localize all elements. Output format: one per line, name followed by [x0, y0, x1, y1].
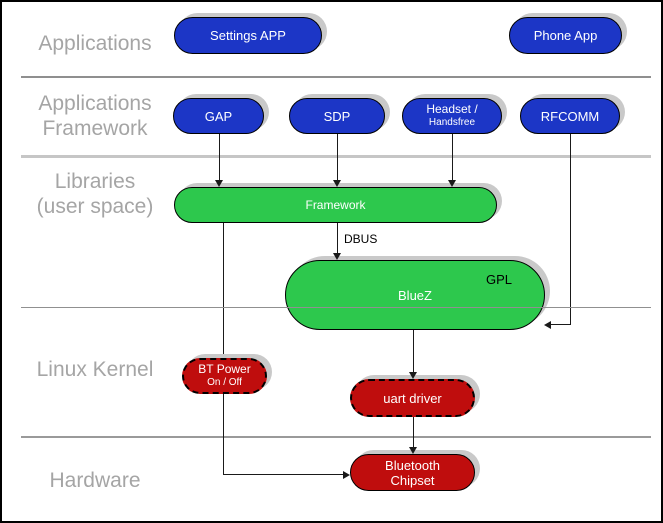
edge-rfcomm-bluez-horizontal — [551, 324, 571, 325]
edge-framework-chipset-vertical — [223, 222, 224, 475]
node-bluez: GPL BlueZ — [285, 260, 545, 330]
node-framework: Framework — [174, 187, 497, 223]
edge-gap-framework — [219, 134, 220, 181]
arrowhead-sdp-framework — [333, 180, 341, 187]
layer-divider-1 — [21, 76, 651, 78]
layer-label-linux-kernel: Linux Kernel — [14, 357, 176, 382]
layer-label-line: Libraries — [54, 170, 136, 193]
node-label: BlueZ — [398, 287, 432, 303]
node-label-line2: Chipset — [390, 472, 435, 488]
node-headset-handsfree: Headset / Handsfree — [402, 98, 502, 134]
node-bluetooth-chipset: Bluetooth Chipset — [350, 454, 475, 491]
layer-label-libraries: Libraries (user space) — [14, 169, 176, 219]
node-label-line1: Headset / — [426, 102, 478, 116]
layer-label-line: Applications — [38, 32, 152, 55]
node-gap: GAP — [173, 98, 264, 134]
layer-label-applications-framework: Applications Framework — [14, 91, 176, 141]
edge-framework-chipset-horizontal — [223, 474, 344, 475]
node-label-line2: Handsfree — [428, 117, 476, 128]
layer-label-hardware: Hardware — [14, 468, 176, 493]
layer-label-applications: Applications — [14, 31, 176, 56]
layer-divider-4 — [21, 436, 651, 438]
node-uart-driver: uart driver — [350, 379, 475, 417]
edge-bluez-uart — [413, 330, 414, 373]
node-sdp: SDP — [289, 98, 385, 134]
node-label-line1: BT Power — [198, 362, 251, 376]
edge-sdp-framework — [337, 134, 338, 181]
arrowhead-framework-chipset — [343, 471, 350, 479]
node-label: SDP — [323, 108, 351, 124]
node-label: uart driver — [383, 390, 442, 406]
layer-label-line: Hardware — [49, 469, 141, 492]
edge-label-dbus: DBUS — [344, 232, 378, 246]
node-label: RFCOMM — [540, 108, 600, 124]
node-label: Framework — [305, 198, 366, 212]
node-rfcomm: RFCOMM — [520, 98, 620, 134]
node-label: Phone App — [533, 28, 598, 43]
arrowhead-framework-bluez — [333, 253, 341, 260]
node-label-line1: Bluetooth — [385, 457, 440, 473]
edge-framework-bluez — [337, 222, 338, 254]
layer-divider-2 — [21, 155, 651, 158]
layer-label-line: (user space) — [36, 195, 154, 218]
arrowhead-rfcomm-bluez — [544, 321, 551, 329]
edge-uart-chipset — [413, 417, 414, 448]
edge-rfcomm-bluez-vertical — [570, 134, 571, 325]
arrowhead-bluez-uart — [409, 372, 417, 379]
arrowhead-gap-framework — [215, 180, 223, 187]
edge-headset-framework — [452, 134, 453, 181]
node-label: Settings APP — [210, 28, 286, 43]
arrowhead-headset-framework — [448, 180, 456, 187]
node-label: GAP — [204, 108, 233, 124]
layer-divider-3 — [21, 307, 651, 308]
node-phone-app: Phone App — [509, 17, 622, 54]
node-label-line2: On / Off — [207, 377, 242, 388]
layer-label-line: Framework — [42, 117, 148, 140]
node-settings-app: Settings APP — [174, 17, 322, 54]
node-bt-power: BT Power On / Off — [182, 358, 267, 394]
gpl-badge: GPL — [485, 272, 512, 287]
layer-label-line: Applications — [38, 92, 152, 115]
layer-label-line: Linux Kernel — [36, 358, 154, 381]
arrowhead-uart-chipset — [409, 447, 417, 454]
